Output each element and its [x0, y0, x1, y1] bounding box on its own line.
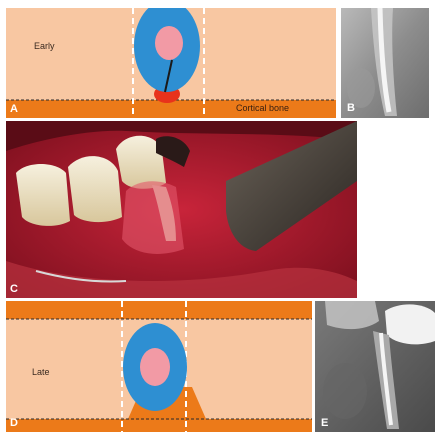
premolar: [68, 156, 122, 222]
cortical-bone-label: Cortical bone: [236, 103, 289, 113]
clinical-photo-svg: [6, 121, 357, 298]
late-diagram-svg: [6, 301, 312, 432]
panel-label-c: C: [10, 283, 18, 295]
panel-label-e: E: [321, 417, 328, 429]
crown-restoration: [385, 304, 435, 344]
stage-label-late: Late: [32, 367, 50, 377]
panel-label-d: D: [10, 417, 18, 429]
pulp-canal: [155, 26, 183, 60]
pulp-canal: [140, 348, 170, 386]
molar-left: [16, 164, 70, 226]
panel-e-radiograph: E: [315, 301, 435, 432]
flap-area: [122, 181, 184, 254]
panel-c-clinical-photo: C: [6, 121, 357, 298]
radiograph-e-svg: [315, 301, 435, 432]
panel-b-radiograph: B: [341, 8, 429, 118]
early-diagram-svg: [6, 8, 336, 118]
panel-label-b: B: [347, 102, 355, 114]
stage-label-early: Early: [34, 41, 55, 51]
adjacent-crown: [325, 301, 379, 329]
panel-label-a: A: [10, 103, 18, 115]
panel-a-early-diagram: Early Cortical bone A: [6, 8, 336, 118]
panel-d-late-diagram: Late D: [6, 301, 312, 432]
cortical-bone-band-top: [6, 301, 312, 319]
